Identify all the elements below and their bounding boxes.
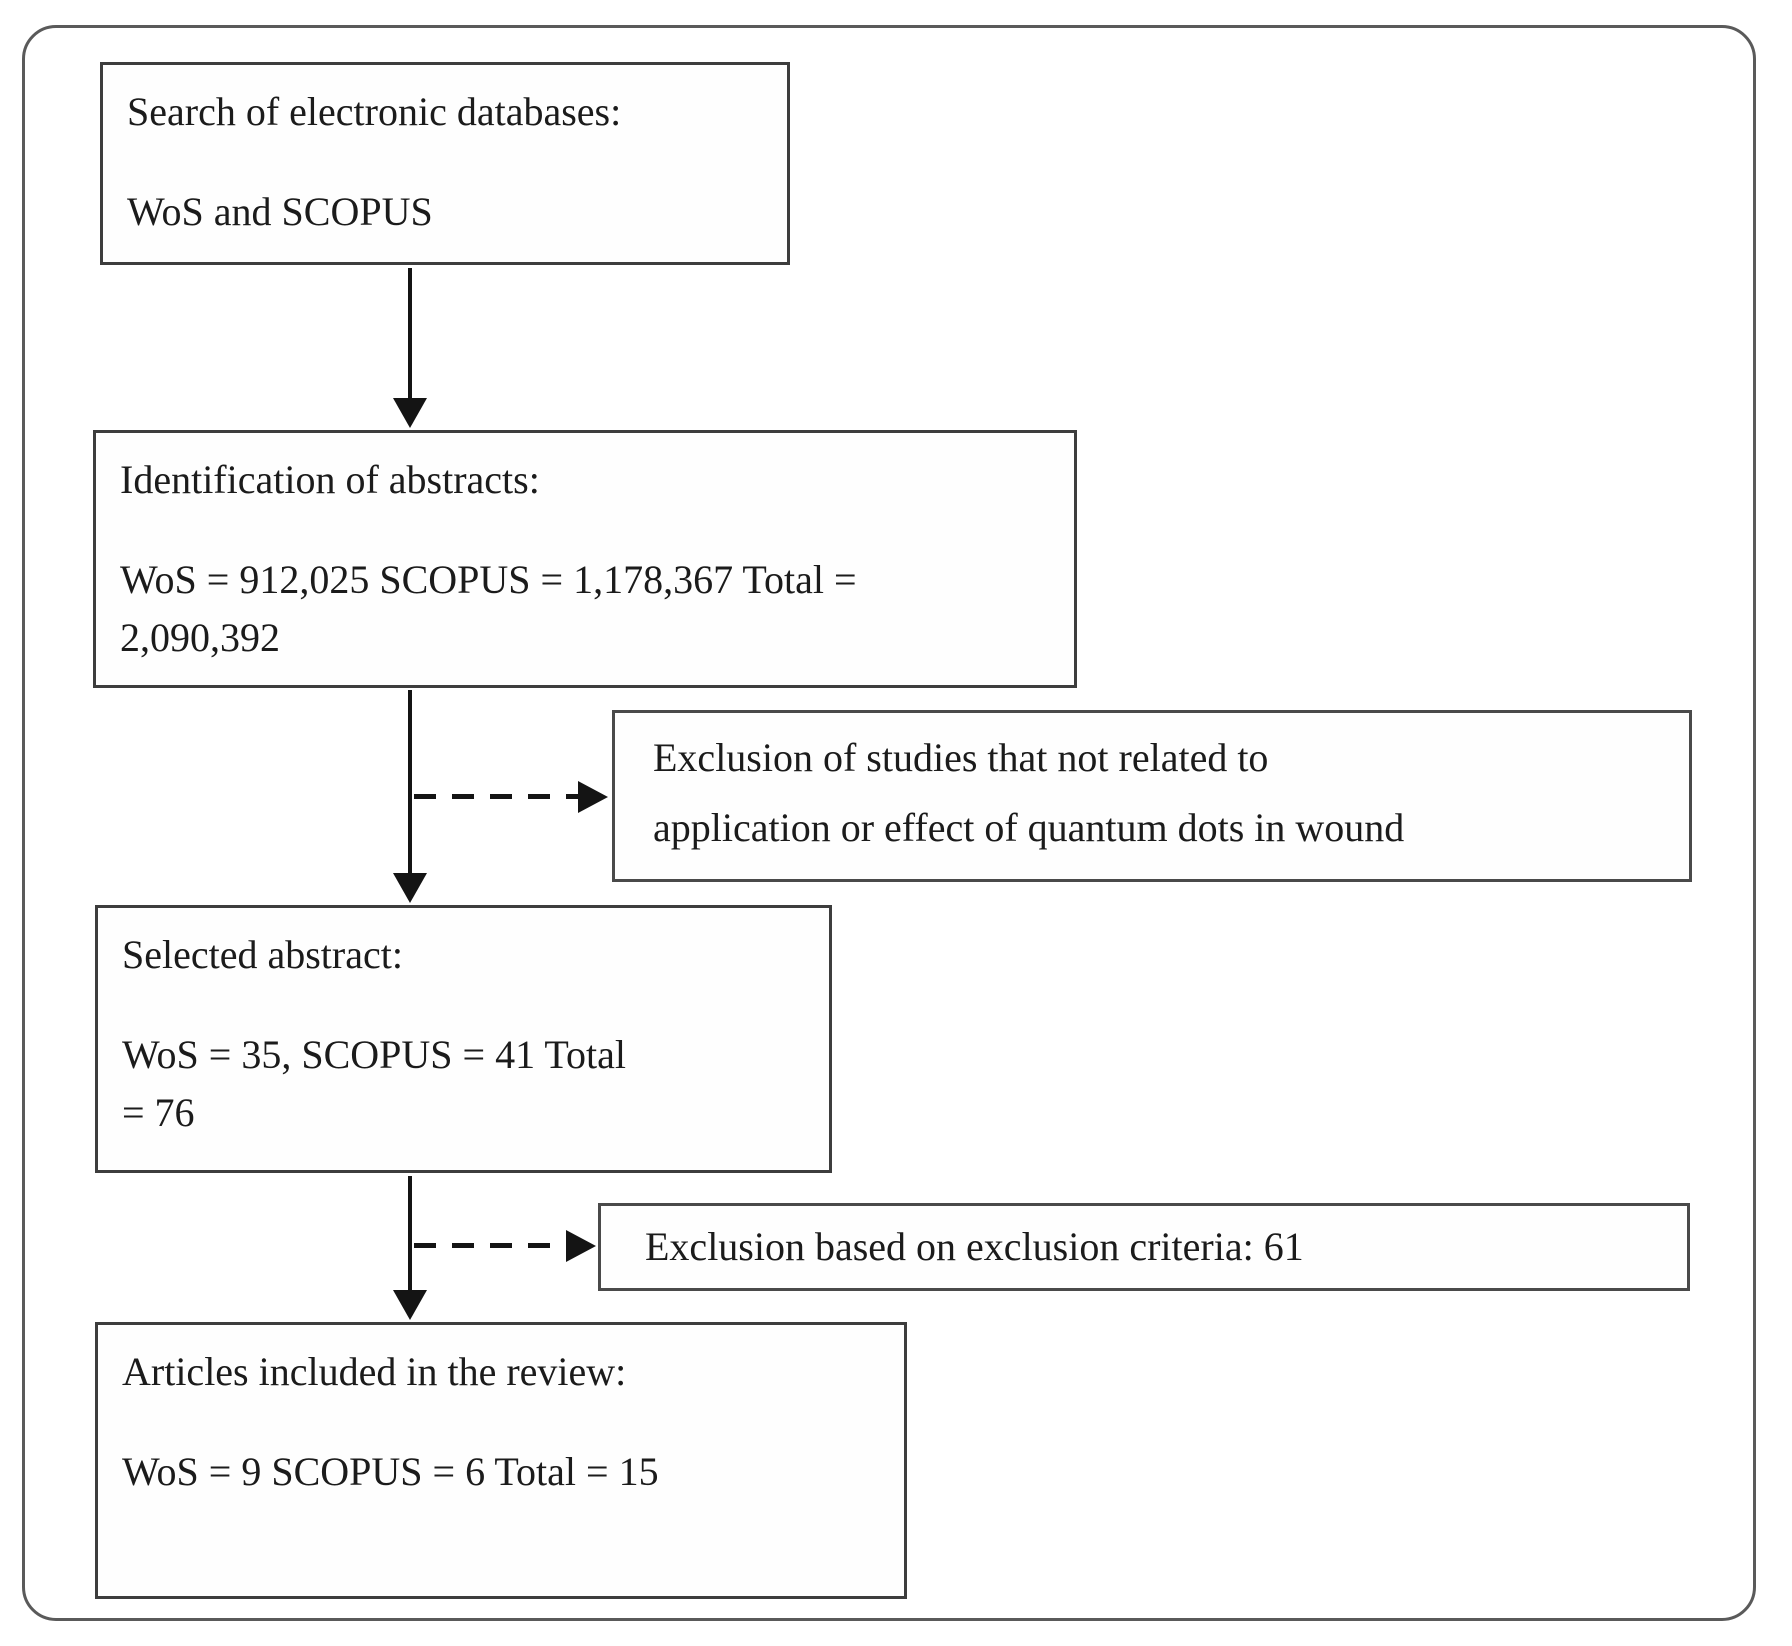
arrowhead-down-icon [393, 1290, 427, 1320]
exclusion1-line1: Exclusion of studies that not related to [653, 735, 1269, 780]
node-identification-abstracts: Identification of abstracts: WoS = 912,0… [93, 430, 1077, 688]
arrowhead-right-icon [566, 1230, 596, 1262]
dashed-arrow-to-exclusion1-line [414, 794, 578, 799]
node-search-detail: WoS and SCOPUS [127, 189, 433, 234]
node-selected-abstract: Selected abstract: WoS = 35, SCOPUS = 41… [95, 905, 832, 1173]
arrow-selected-to-included-line [408, 1176, 412, 1290]
node-identification-detail-line1: WoS = 912,025 SCOPUS = 1,178,367 Total = [120, 557, 857, 602]
node-search-title: Search of electronic databases: [127, 89, 622, 134]
arrow-search-to-identification-line [408, 268, 412, 400]
exclusion2-text: Exclusion based on exclusion criteria: 6… [645, 1224, 1304, 1269]
node-selected-title: Selected abstract: [122, 932, 403, 977]
node-selected-detail-line2: = 76 [122, 1090, 195, 1135]
node-search-databases: Search of electronic databases: WoS and … [100, 62, 790, 265]
node-exclusion-criteria: Exclusion based on exclusion criteria: 6… [598, 1203, 1690, 1291]
node-exclusion-not-related: Exclusion of studies that not related to… [612, 710, 1692, 882]
arrowhead-right-icon [578, 781, 608, 813]
node-selected-detail-line1: WoS = 35, SCOPUS = 41 Total [122, 1032, 627, 1077]
arrowhead-down-icon [393, 873, 427, 903]
node-articles-included: Articles included in the review: WoS = 9… [95, 1322, 907, 1599]
node-included-title: Articles included in the review: [122, 1349, 627, 1394]
node-included-detail: WoS = 9 SCOPUS = 6 Total = 15 [122, 1449, 659, 1494]
arrow-identification-to-selected-line [408, 690, 412, 873]
arrowhead-down-icon [393, 398, 427, 428]
node-identification-detail-line2: 2,090,392 [120, 615, 280, 660]
node-identification-title: Identification of abstracts: [120, 457, 540, 502]
dashed-arrow-to-exclusion2-line [414, 1243, 566, 1248]
exclusion1-line2: application or effect of quantum dots in… [653, 805, 1405, 850]
